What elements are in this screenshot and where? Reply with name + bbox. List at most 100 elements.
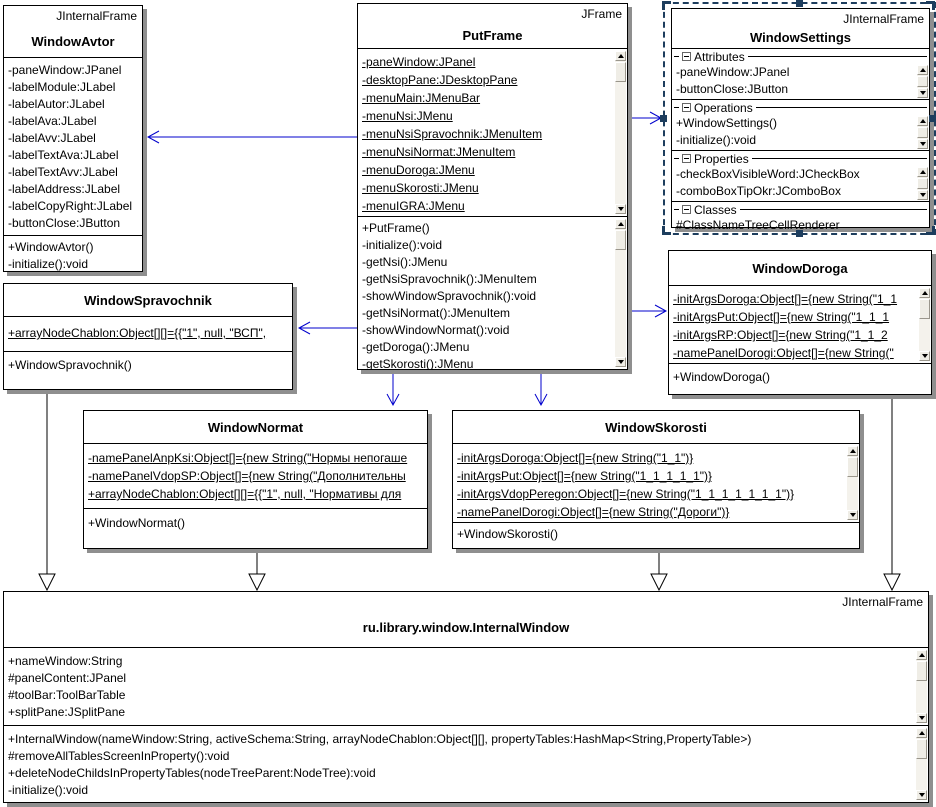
class-box-windowdoroga[interactable]: WindowDoroga -initArgsDoroga:Object[]={n…: [668, 250, 932, 395]
scrollbar-thumb[interactable]: [615, 230, 626, 250]
selection-corner-handle[interactable]: [662, 1, 671, 10]
selection-corner-handle[interactable]: [926, 1, 935, 10]
scrollbar[interactable]: [916, 650, 927, 723]
scrollbar-up-button[interactable]: [919, 288, 930, 298]
scrollbar-track[interactable]: [916, 682, 927, 713]
selection-corner-handle[interactable]: [662, 226, 671, 235]
arrow-up-icon: [919, 68, 926, 72]
class-box-putframe[interactable]: JFrame PutFrame -paneWindow:JPanel -desk…: [357, 3, 628, 370]
arrow-putframe-to-windowavtor[interactable]: [146, 130, 357, 144]
class-stereotype: JFrame: [581, 7, 622, 21]
method-row: -initialize():void: [676, 133, 757, 147]
scrollbar[interactable]: [917, 116, 928, 149]
arrow-putframe-to-windownormat[interactable]: [386, 374, 400, 407]
attribute-row: -paneWindow:JPanel: [676, 65, 790, 79]
arrow-putframe-to-windowspravochnik[interactable]: [297, 321, 357, 335]
scrollbar-down-button[interactable]: [919, 351, 930, 361]
collapse-icon[interactable]: [682, 154, 691, 163]
selection-border[interactable]: [663, 2, 936, 235]
scrollbar-track[interactable]: [919, 320, 930, 351]
collapse-icon[interactable]: [682, 52, 691, 61]
scrollbar[interactable]: [615, 51, 626, 214]
scrollbar-track[interactable]: [916, 760, 927, 790]
method-row: -initialize():void: [362, 238, 443, 252]
class-title: WindowDoroga: [669, 251, 931, 286]
divider: [739, 209, 927, 210]
methods-compartment: +WindowAvtor() -initialize():void: [4, 235, 142, 271]
class-box-windownormat[interactable]: WindowNormat -namePanelAnpKsi:Object[]={…: [83, 410, 428, 549]
scrollbar-track[interactable]: [615, 251, 626, 357]
scrollbar-up-button[interactable]: [615, 219, 626, 229]
methods-compartment: +InternalWindow(nameWindow:String, activ…: [4, 725, 928, 802]
scrollbar[interactable]: [919, 288, 930, 361]
scrollbar-up-button[interactable]: [917, 65, 928, 75]
scrollbar-down-button[interactable]: [916, 790, 927, 800]
arrow-putframe-to-windowskorosti[interactable]: [534, 374, 548, 407]
scrollbar-up-button[interactable]: [916, 728, 927, 738]
attribute-row: -initArgsDoroga:Object[]={new String("1_…: [457, 451, 694, 465]
arrow-up-icon: [849, 449, 856, 453]
method-row: +WindowSpravochnik(): [8, 358, 132, 372]
generalization-windowskorosti-internalwindow[interactable]: [650, 551, 668, 592]
selection-handle[interactable]: [796, 0, 803, 7]
attributes-compartment: +arrayNodeChablon:Object[][]={{"1", null…: [4, 317, 292, 351]
divider: [674, 158, 679, 159]
collapse-icon[interactable]: [682, 205, 691, 214]
collapse-icon[interactable]: [682, 103, 691, 112]
scrollbar-down-button[interactable]: [847, 510, 858, 520]
scrollbar-up-button[interactable]: [847, 446, 858, 456]
scrollbar-down-button[interactable]: [615, 204, 626, 214]
attributes-compartment: -namePanelAnpKsi:Object[]={new String("Н…: [84, 444, 427, 508]
class-box-windowavtor[interactable]: JInternalFrame WindowAvtor -paneWindow:J…: [3, 5, 143, 272]
scrollbar[interactable]: [917, 65, 928, 98]
scrollbar-track[interactable]: [615, 83, 626, 204]
scrollbar[interactable]: [916, 728, 927, 800]
scrollbar-up-button[interactable]: [916, 650, 927, 660]
methods-compartment: +WindowSkorosti(): [453, 522, 859, 548]
scrollbar-down-button[interactable]: [916, 713, 927, 723]
attribute-row: -buttonClose:JButton: [676, 82, 789, 96]
scrollbar-up-button[interactable]: [615, 51, 626, 61]
class-box-windowspravochnik[interactable]: WindowSpravochnik +arrayNodeChablon:Obje…: [3, 283, 293, 390]
class-stereotype: JInternalFrame: [56, 9, 137, 23]
scrollbar[interactable]: [615, 219, 626, 367]
selection-handle[interactable]: [796, 230, 803, 237]
scrollbar-track[interactable]: [847, 478, 858, 510]
section-classes: Classes #ClassNameTreeCellRenderer: [672, 201, 929, 235]
scrollbar-thumb[interactable]: [615, 62, 626, 82]
section-header: Properties: [672, 151, 929, 166]
method-row: +WindowAvtor(): [8, 240, 94, 254]
scrollbar-thumb[interactable]: [917, 127, 928, 138]
class-stereotype: JInternalFrame: [842, 595, 923, 609]
class-box-windowskorosti[interactable]: WindowSkorosti -initArgsDoroga:Object[]=…: [452, 410, 860, 549]
scrollbar-thumb[interactable]: [916, 661, 927, 681]
generalization-windowdoroga-internalwindow[interactable]: [883, 399, 901, 592]
scrollbar-down-button[interactable]: [917, 139, 928, 149]
selection-handle[interactable]: [929, 115, 936, 122]
scrollbar-up-button[interactable]: [917, 167, 928, 177]
arrow-putframe-to-windowsettings[interactable]: [630, 111, 663, 125]
method-row: +PutFrame(): [362, 221, 430, 235]
class-box-windowsettings[interactable]: JInternalFrame WindowSettings Attributes…: [671, 8, 930, 232]
scrollbar-thumb[interactable]: [917, 76, 928, 87]
arrow-up-icon: [617, 54, 624, 58]
generalization-windownormat-internalwindow[interactable]: [248, 551, 266, 592]
scrollbar-thumb[interactable]: [847, 457, 858, 477]
scrollbar-thumb[interactable]: [916, 739, 927, 759]
scrollbar[interactable]: [917, 167, 928, 200]
scrollbar-down-button[interactable]: [917, 88, 928, 98]
scrollbar-down-button[interactable]: [917, 190, 928, 200]
selection-corner-handle[interactable]: [926, 226, 935, 235]
class-box-internalwindow[interactable]: JInternalFrame ru.library.window.Interna…: [3, 591, 929, 803]
scrollbar[interactable]: [847, 446, 858, 520]
method-row: +InternalWindow(nameWindow:String, activ…: [8, 732, 752, 746]
scrollbar-thumb[interactable]: [919, 299, 930, 319]
scrollbar-down-button[interactable]: [615, 357, 626, 367]
scrollbar-up-button[interactable]: [917, 116, 928, 126]
selection-handle[interactable]: [660, 115, 667, 122]
scrollbar-thumb[interactable]: [917, 178, 928, 189]
arrow-up-icon: [919, 119, 926, 123]
class-title: JInternalFrame WindowAvtor: [4, 6, 142, 58]
generalization-windowspravochnik-internalwindow[interactable]: [38, 394, 56, 592]
arrow-putframe-to-windowdoroga[interactable]: [630, 304, 668, 318]
